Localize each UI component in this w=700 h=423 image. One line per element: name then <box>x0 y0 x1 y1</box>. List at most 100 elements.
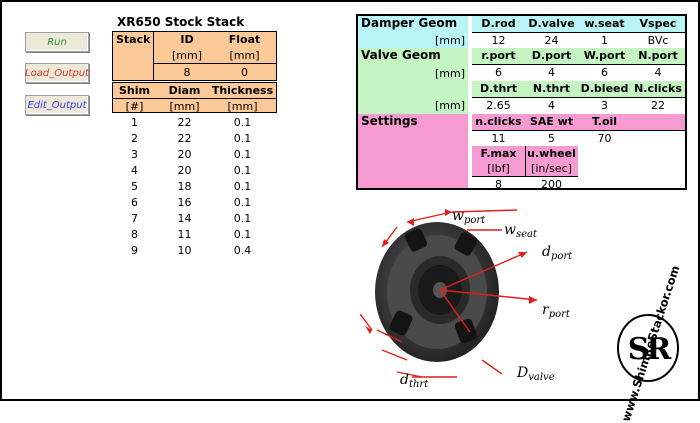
shim-number[interactable]: 8 <box>131 228 138 241</box>
damper-value-wseat[interactable]: 1 <box>601 34 608 47</box>
shim-diameter[interactable]: 16 <box>177 196 192 209</box>
valve-value-rport[interactable]: 6 <box>495 66 502 79</box>
valve-header-rport: r.port <box>481 49 516 62</box>
settings-header-fmax: F.max <box>480 147 517 160</box>
shim-number[interactable]: 9 <box>131 244 138 257</box>
shim-diameter[interactable]: 11 <box>177 228 192 241</box>
shimrestackor-logo: SR www.ShimReStackor.com <box>602 264 694 423</box>
shim-diameter[interactable]: 18 <box>177 180 192 193</box>
thickness-header: Thickness <box>211 84 274 97</box>
shim-number[interactable]: 3 <box>131 148 138 161</box>
valve-label: Valve Geom <box>361 48 441 62</box>
damper-value-vspec[interactable]: BVc <box>647 34 669 47</box>
settings-header-nclicks: n.clicks <box>475 115 522 128</box>
float-header: Float <box>228 33 261 46</box>
stack-title: XR650 Stock Stack <box>117 15 245 29</box>
damper-value-drod[interactable]: 12 <box>491 34 506 47</box>
damper-header-drod: D.rod <box>481 17 516 30</box>
damper-label: Damper Geom <box>361 16 458 30</box>
valve-header-nthrt: N.thrt <box>532 82 571 95</box>
damper-header-wseat: w.seat <box>584 17 625 30</box>
shim-number[interactable]: 6 <box>131 196 138 209</box>
shim-diameter[interactable]: 20 <box>177 164 192 177</box>
shim-thickness[interactable]: 0.1 <box>233 180 252 193</box>
valve-value-nclicks[interactable]: 22 <box>651 99 665 112</box>
float-value[interactable]: 0 <box>241 66 248 79</box>
valve-header-row-2 <box>472 81 685 97</box>
valve-value-nthrt[interactable]: 4 <box>548 99 555 112</box>
shim-thickness[interactable]: 0.1 <box>233 164 252 177</box>
id-header: ID <box>180 33 194 46</box>
damper-value-dvalve[interactable]: 24 <box>544 34 559 47</box>
divider <box>112 98 277 99</box>
shim-number[interactable]: 4 <box>131 164 138 177</box>
stack-label: Stack <box>116 33 151 46</box>
valve-unit-1: [mm] <box>434 67 465 80</box>
logo-graphic <box>617 314 679 382</box>
valve-photo <box>359 209 538 378</box>
damper-unit: [mm] <box>434 34 465 47</box>
logo-letters: SR <box>627 331 672 367</box>
damper-header-vspec: Vspec <box>639 17 677 30</box>
valve-value-dbleed[interactable]: 3 <box>601 99 608 112</box>
valve-header-wport: W.port <box>583 49 626 62</box>
shim-number[interactable]: 5 <box>131 180 138 193</box>
shim-number[interactable]: 7 <box>131 212 138 225</box>
valve-header-dbleed: D.bleed <box>580 82 629 95</box>
settings-value-saewt[interactable]: 5 <box>548 132 555 145</box>
damper-label-cell <box>358 16 468 48</box>
shim-thickness[interactable]: 0.1 <box>233 212 252 225</box>
float-unit: [mm] <box>229 49 260 62</box>
shim-diameter[interactable]: 20 <box>177 148 192 161</box>
shim-thickness[interactable]: 0.1 <box>233 132 252 145</box>
divider <box>153 31 154 81</box>
run-button[interactable]: Run <box>25 32 89 52</box>
shim-number[interactable]: 1 <box>131 116 138 129</box>
settings-header-saewt: SAE wt <box>529 115 574 128</box>
geometry-table: Damper Geom [mm] D.rod D.valve w.seat Vs… <box>356 14 687 191</box>
divider <box>472 64 685 65</box>
divider <box>153 63 277 64</box>
valve-header-row-1 <box>472 48 685 64</box>
diam-header: Diam <box>168 84 201 97</box>
shim-thickness[interactable]: 0.1 <box>233 228 252 241</box>
shim-diameter[interactable]: 22 <box>177 132 192 145</box>
id-value[interactable]: 8 <box>183 66 191 79</box>
settings-label-cell <box>358 114 468 188</box>
shim-number[interactable]: 2 <box>131 132 138 145</box>
edit-output-button[interactable]: Edit_Output <box>25 95 89 115</box>
valve-diagram: wport wseat dport rport dthrt Dvalve <box>352 202 602 397</box>
valve-value-dthrt[interactable]: 2.65 <box>486 99 511 112</box>
valve-header-nport: N.port <box>638 49 678 62</box>
settings-label: Settings <box>361 114 418 128</box>
shim-thickness[interactable]: 0.1 <box>233 148 252 161</box>
settings-header-row-1 <box>472 114 685 130</box>
damper-header-row <box>472 16 685 32</box>
divider <box>472 32 685 33</box>
settings-value-uwheel[interactable]: 200 <box>541 178 562 191</box>
valve-unit-2: [mm] <box>434 99 465 112</box>
shim-thickness[interactable]: 0.1 <box>233 196 252 209</box>
divider <box>472 176 578 177</box>
shim-header: Shim <box>119 84 150 97</box>
shim-thickness[interactable]: 0.4 <box>233 244 252 257</box>
shim-diameter[interactable]: 22 <box>177 116 192 129</box>
settings-value-nclicks[interactable]: 11 <box>491 132 506 145</box>
shim-thickness[interactable]: 0.1 <box>233 116 252 129</box>
settings-value-fmax[interactable]: 8 <box>495 178 502 191</box>
settings-value-toil[interactable]: 70 <box>597 132 612 145</box>
valve-label-cell <box>358 48 468 114</box>
settings-header-uwheel: u.wheel <box>527 147 576 160</box>
valve-value-nport[interactable]: 4 <box>654 66 662 79</box>
valve-header-dport: D.port <box>531 49 572 62</box>
label-w-seat: wseat <box>504 222 538 240</box>
valve-value-dport[interactable]: 4 <box>548 66 555 79</box>
shim-diameter[interactable]: 14 <box>177 212 192 225</box>
shim-diameter[interactable]: 10 <box>177 244 192 257</box>
shim-header-block <box>112 82 277 113</box>
load-output-button[interactable]: Load_Output <box>25 63 89 83</box>
settings-header-toil: T.oil <box>591 115 618 128</box>
id-unit: [mm] <box>171 49 202 62</box>
valve-value-wport[interactable]: 6 <box>601 66 608 79</box>
